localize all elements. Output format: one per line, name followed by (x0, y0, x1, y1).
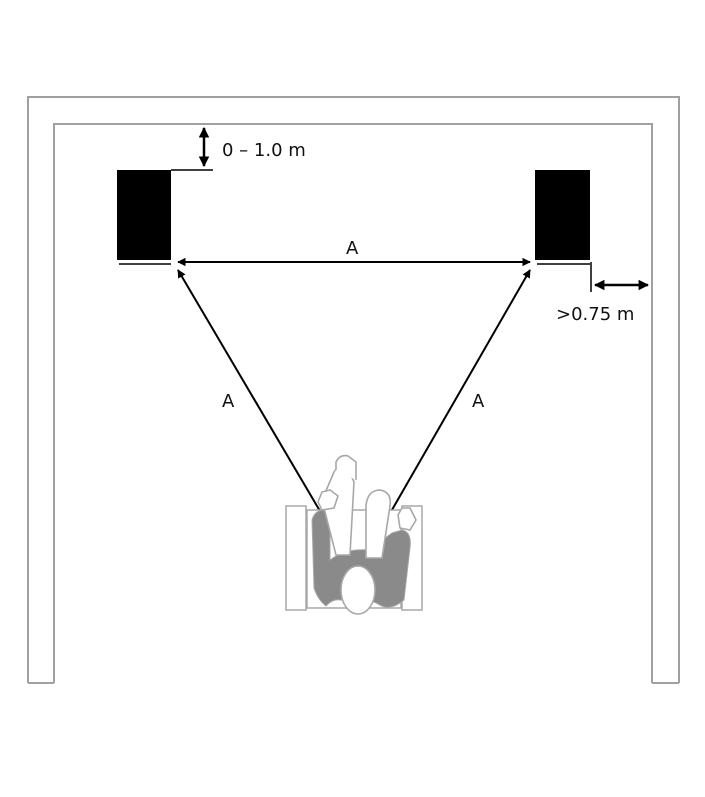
listener-right-arm (365, 489, 392, 559)
listener-right-hand (397, 507, 417, 531)
listener-left-forearm (335, 454, 357, 480)
left-speaker-icon (117, 170, 171, 260)
listener-left-hand (317, 489, 339, 511)
distance-label-right: A (472, 391, 485, 412)
right-speaker-icon (535, 170, 590, 260)
outer-wall (27, 96, 680, 683)
side-gap-dimension: >0.75 m (556, 262, 650, 325)
distance-label-left: A (222, 391, 235, 412)
room-walls (27, 96, 680, 684)
chair-left-armrest (285, 505, 307, 611)
wall-gap-dimension: 0 – 1.0 m (171, 126, 306, 171)
distance-label-top: A (346, 238, 359, 259)
wall-gap-label: 0 – 1.0 m (222, 140, 306, 161)
side-gap-label: >0.75 m (556, 304, 634, 325)
inner-wall (53, 123, 653, 683)
listener-person-on-chair-icon (285, 454, 423, 615)
listener-head (340, 565, 376, 615)
